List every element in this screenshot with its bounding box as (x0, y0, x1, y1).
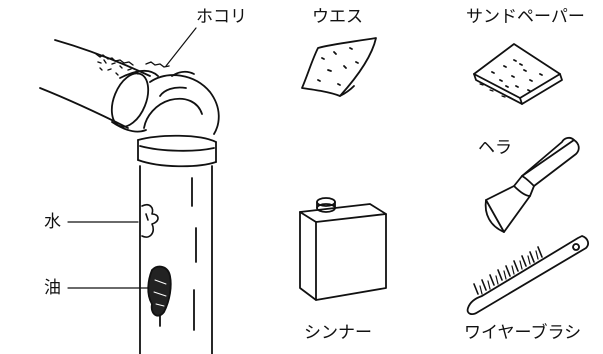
elbow-collar (110, 70, 159, 133)
vertical-pipe (139, 165, 213, 354)
sandpaper-icon (473, 43, 563, 105)
label-oil: 油 (44, 278, 61, 298)
pipe-assembly (39, 39, 220, 354)
leader-dust (165, 27, 197, 67)
rag-icon (301, 37, 377, 97)
label-thinner: シンナー (304, 323, 372, 343)
spatula-icon (484, 136, 580, 233)
vertical-collar (137, 134, 217, 168)
wire-brush-icon (466, 235, 589, 315)
elbow-body (143, 70, 220, 135)
thinner-can-icon (299, 197, 387, 301)
water-stain (141, 203, 159, 238)
label-wire-brush: ワイヤーブラシ (464, 323, 582, 343)
dust-patch (95, 53, 170, 77)
horizontal-pipe (39, 39, 151, 129)
leader-lines (67, 27, 197, 289)
label-spatula: ヘラ (478, 138, 512, 158)
label-water: 水 (44, 212, 61, 232)
label-sandpaper: サンドペーパー (466, 7, 585, 27)
label-rag: ウエス (312, 7, 363, 27)
oil-stain (147, 265, 172, 317)
label-dust: ホコリ (196, 7, 247, 27)
